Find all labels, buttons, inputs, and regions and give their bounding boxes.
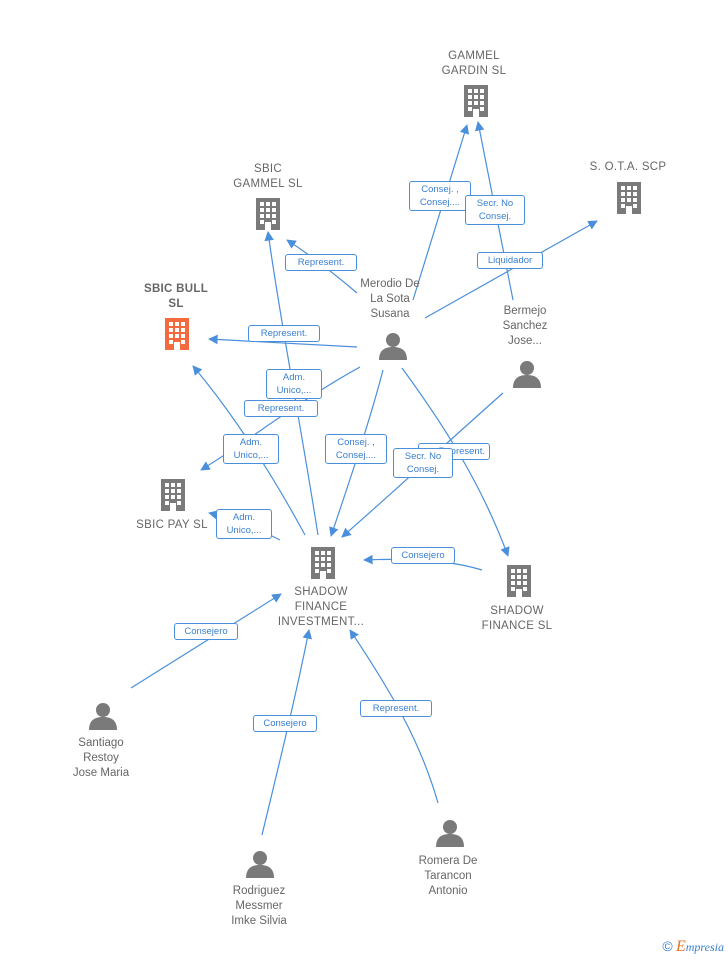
node-rodriguez-label[interactable]: Rodriguez Messmer Imke Silvia (231, 885, 287, 927)
node-sbic-bull-label[interactable]: SBIC BULL SL (143, 283, 209, 310)
node-merodio-label[interactable]: Merodio De La Sota Susana (360, 278, 420, 320)
sbic-gammel-building-icon[interactable] (256, 198, 280, 230)
rodriguez-person-icon[interactable] (246, 851, 274, 878)
gammel-gardin-building-icon[interactable] (464, 85, 488, 117)
edge-label-merodio-sbic-pay[interactable]: Represent. (244, 400, 318, 417)
edge-label-merodio-sbic-gammel[interactable]: Represent. (285, 254, 357, 271)
edge-label-bermejo-inv[interactable]: Secr. No Consej. (393, 448, 453, 478)
edge-rodriguez-inv (261, 629, 313, 836)
node-romera-label[interactable]: Romera De Tarancon Antonio (418, 855, 478, 897)
edge-label-shadowfin-inv[interactable]: Consejero (391, 547, 455, 564)
edge-merodio-sota (424, 220, 598, 319)
edge-label-merodio-inv[interactable]: Consej. , Consej.... (325, 434, 387, 464)
brand-initial: E (675, 938, 686, 955)
edge-merodio-sbic-pay (200, 366, 361, 471)
node-shadow-finance-label[interactable]: SHADOW FINANCE SL (481, 605, 553, 632)
node-sbic-pay-label[interactable]: SBIC PAY SL (136, 519, 208, 531)
edge-santiago-inv (130, 593, 282, 689)
edge-label-santiago-inv[interactable]: Consejero (174, 623, 238, 640)
santiago-person-icon[interactable] (89, 703, 117, 730)
edge-label-rodriguez-inv[interactable]: Consejero (253, 715, 317, 732)
edges (130, 121, 598, 836)
node-sota-scp-label[interactable]: S. O.T.A. SCP (589, 161, 667, 173)
edge-label-inv-sbic-pay[interactable]: Adm. Unico,... (216, 509, 272, 539)
edge-merodio-gardin (412, 124, 470, 301)
empresia-watermark[interactable]: © Empresia (662, 938, 724, 956)
edge-label-inv-sbic-gammel[interactable]: Adm. Unico,... (266, 369, 322, 399)
romera-person-icon[interactable] (436, 820, 464, 847)
edge-label-bermejo-gardin[interactable]: Secr. No Consej. (465, 195, 525, 225)
edge-label-merodio-gardin[interactable]: Consej. , Consej.... (409, 181, 471, 211)
merodio-person-icon[interactable] (379, 333, 407, 360)
edge-label-merodio-sbic-bull[interactable]: Represent. (248, 325, 320, 342)
bermejo-person-icon[interactable] (513, 361, 541, 388)
node-sbic-gammel-label[interactable]: SBIC GAMMEL SL (233, 163, 303, 190)
copyright-icon: © (662, 938, 673, 954)
shadow-investment-building-icon[interactable] (311, 547, 335, 579)
node-shadow-investment-label[interactable]: SHADOW FINANCE INVESTMENT... (277, 586, 365, 628)
node-gammel-gardin-label[interactable]: GAMMEL GARDIN SL (441, 50, 507, 77)
shadow-finance-building-icon[interactable] (507, 565, 531, 597)
sbic-bull-building-icon[interactable] (165, 318, 189, 350)
edge-merodio-sbic-bull (208, 334, 358, 348)
sota-scp-building-icon[interactable] (617, 182, 641, 214)
brand-name: mpresia (685, 940, 724, 954)
sbic-pay-building-icon[interactable] (161, 479, 185, 511)
edge-label-romera-inv[interactable]: Represent. (360, 700, 432, 717)
edge-label-inv-sbic-bull[interactable]: Adm. Unico,... (223, 434, 279, 464)
nodes (89, 85, 641, 878)
node-santiago-label[interactable]: Santiago Restoy Jose Maria (72, 737, 130, 779)
node-bermejo-label[interactable]: Bermejo Sanchez Jose... (502, 305, 548, 347)
edge-label-merodio-sota[interactable]: Liquidador (477, 252, 543, 269)
